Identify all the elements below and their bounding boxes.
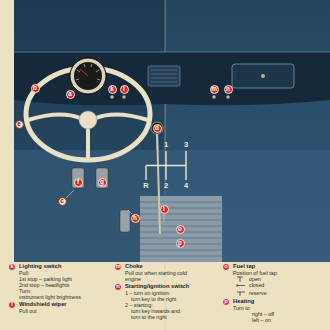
callout-letter: m <box>115 264 120 270</box>
legend-text: Pull out <box>19 309 37 314</box>
gear-number: 2 <box>164 182 168 190</box>
leader-lines <box>66 135 164 222</box>
speedometer-bezel <box>70 58 106 94</box>
gear-number: R <box>143 182 148 190</box>
speedometer-ticks <box>76 64 100 80</box>
grille <box>148 66 180 86</box>
callout-circle: c <box>58 197 67 206</box>
legend-text: turn key inwards and <box>131 309 180 314</box>
callout-letter: k <box>110 86 114 92</box>
callout-circle: p <box>176 239 185 248</box>
legend-text: Pull out when starting cold <box>125 271 187 276</box>
callout-circle: f <box>74 178 83 187</box>
knob <box>226 95 230 99</box>
callout-circle: l <box>120 85 129 94</box>
callout-letter: d <box>155 125 159 131</box>
horn-hub <box>79 111 97 129</box>
callout-letter: i <box>163 206 165 212</box>
legend-heading: Starting/ignition switch <box>125 284 189 290</box>
callout-letter: k <box>10 264 13 270</box>
callout-letter: c <box>60 198 64 204</box>
callout-letter: n <box>116 284 120 290</box>
callout-circle: a <box>66 90 75 99</box>
callout-circle: i <box>160 205 169 214</box>
legend-callout-circle: l <box>8 301 16 309</box>
glove-box-knob <box>261 74 265 78</box>
callout-letter: n <box>226 86 230 92</box>
legend-text: 1 – turn on ignition: <box>125 291 170 296</box>
callout-circle: g <box>98 178 107 187</box>
legend-text: 2nd stop – headlights <box>19 283 69 288</box>
callout-letter: g <box>100 179 104 185</box>
callout-circle: d <box>153 124 162 133</box>
legend-callout-circle: k <box>8 263 16 271</box>
legend-heading: Fuel tap <box>233 264 255 270</box>
callout-letter: e <box>17 121 21 127</box>
callout-letter: a <box>68 91 72 97</box>
floor <box>14 150 330 262</box>
callout-letter: p <box>178 240 182 246</box>
gear-knob <box>151 122 163 134</box>
legend-text: turn to the right <box>131 315 167 320</box>
speedometer-needle <box>80 69 88 76</box>
tunnel-ribs <box>140 202 222 256</box>
tunnel <box>140 196 222 262</box>
callout-circle: b <box>31 84 40 93</box>
callout-letter: h <box>133 215 137 221</box>
grille-bars <box>151 70 177 82</box>
legend-text: open <box>249 277 261 282</box>
callout-circle: k <box>108 85 117 94</box>
gear-number: 4 <box>184 182 188 190</box>
brake-pedal <box>96 168 108 188</box>
callout-letter: o <box>178 226 182 232</box>
accelerator-pedal <box>120 210 130 232</box>
legend-text: turn key to the right <box>131 297 176 302</box>
callout-letter: o <box>224 264 228 270</box>
legend-callout-circle: m <box>114 263 122 271</box>
callout-letter: l <box>11 302 13 308</box>
legend-text: reserve <box>249 291 267 296</box>
knob <box>110 95 114 99</box>
legend-text: closed <box>249 283 264 288</box>
legend-text: Position of fuel tap: <box>233 271 278 276</box>
callout-circle: o <box>176 225 185 234</box>
gear-pattern <box>146 151 186 180</box>
callout-circle: e <box>15 120 24 129</box>
legend-text: 2 – starting: <box>125 303 153 308</box>
legend-heading: Heating <box>233 299 254 305</box>
gear-lever <box>157 130 160 234</box>
legend-heading: Lighting switch <box>19 264 62 270</box>
callout-letter: p <box>224 299 228 305</box>
legend-text: engine <box>125 277 141 282</box>
fuel-tap-symbols <box>237 277 245 296</box>
legend-text: 1st stop – parking light <box>19 277 72 282</box>
legend-text: Turn to <box>233 306 250 311</box>
callout-letter: l <box>123 86 125 92</box>
callout-letter: b <box>33 85 37 91</box>
knob <box>122 95 126 99</box>
legend-text: Turn: <box>19 289 31 294</box>
clutch-pedal <box>72 168 84 188</box>
legend-callout-circle: n <box>114 283 122 291</box>
legend-text: right – off <box>252 312 274 317</box>
legend-callout-circle: p <box>222 298 230 306</box>
callout-circle: h <box>131 214 140 223</box>
gear-number: 1 <box>164 141 168 149</box>
legend-text: Pull: <box>19 271 29 276</box>
callout-circle: n <box>224 85 233 94</box>
legend-heading: Windshield wiper <box>19 302 67 308</box>
legend-callout-circle: o <box>222 263 230 271</box>
dash-edge <box>14 51 330 52</box>
gear-number: 3 <box>184 141 188 149</box>
knob <box>212 95 216 99</box>
legend-text: instrument light brightness <box>19 295 81 300</box>
callout-circle: m <box>210 85 219 94</box>
legend-heading: Choke <box>125 264 143 270</box>
glove-box <box>232 64 294 88</box>
speedometer-face <box>74 62 102 90</box>
callout-letter: f <box>77 179 79 185</box>
dashboard <box>14 52 330 105</box>
legend-text: left – on <box>252 318 271 323</box>
callout-letter: m <box>211 86 217 92</box>
